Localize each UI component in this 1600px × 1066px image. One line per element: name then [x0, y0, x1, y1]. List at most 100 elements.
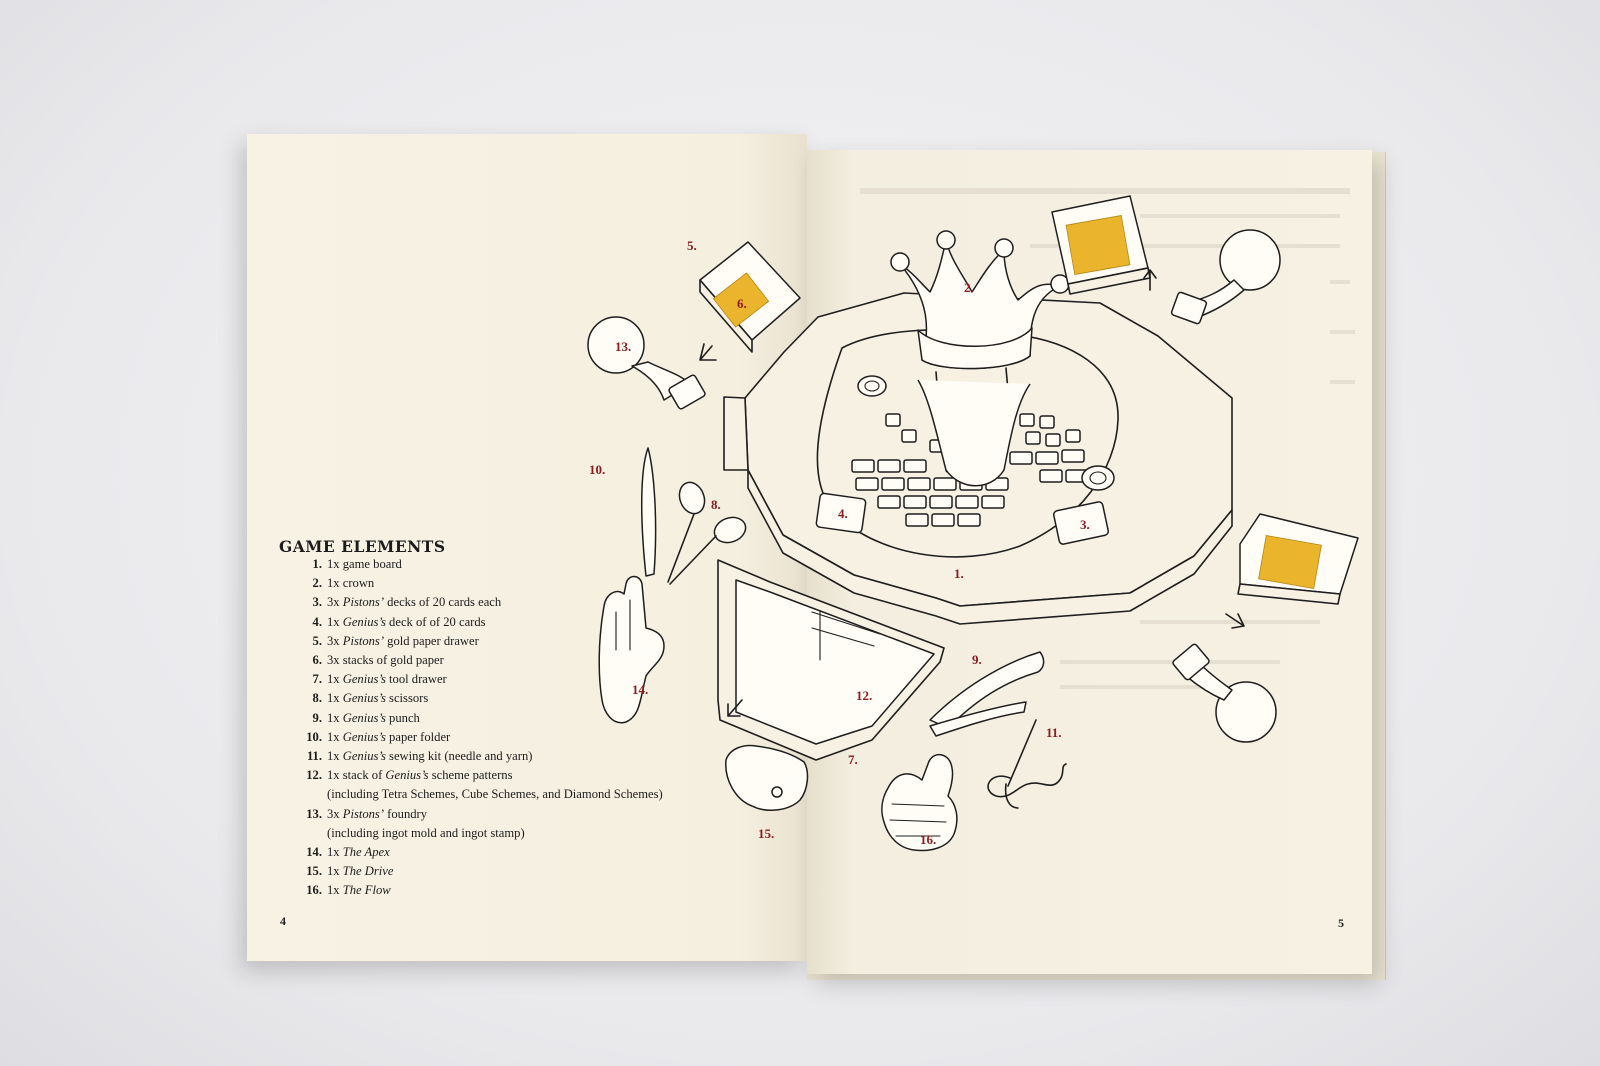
item-text: 3x stacks of gold paper	[327, 653, 444, 667]
page-number-left: 4	[280, 914, 286, 929]
callout-5: 5.	[687, 238, 697, 254]
item-text: 1x	[327, 883, 343, 897]
item-text: Genius’s	[343, 711, 386, 725]
game-element-item: 12. 1x stack of Genius’s scheme patterns	[298, 766, 663, 785]
game-element-item: 9. 1x Genius’s punch	[298, 709, 663, 728]
item-text: paper folder	[386, 730, 450, 744]
item-number: 12.	[298, 766, 322, 785]
callout-14: 14.	[632, 682, 648, 698]
item-text: scheme patterns	[429, 768, 513, 782]
item-number: 8.	[298, 689, 322, 708]
callout-3: 3.	[1080, 517, 1090, 533]
item-text: foundry	[384, 807, 427, 821]
callout-4: 4.	[838, 506, 848, 522]
callout-16: 16.	[920, 832, 936, 848]
game-element-item: 8. 1x Genius’s scissors	[298, 689, 663, 708]
item-text: 1x	[327, 845, 343, 859]
item-text: 3x	[327, 595, 343, 609]
item-number: 2.	[298, 574, 322, 593]
item-number: 3.	[298, 593, 322, 612]
item-text: Genius’s	[343, 691, 386, 705]
callout-13: 13.	[615, 339, 631, 355]
gold-paper-drawer-right	[1238, 514, 1358, 604]
item-text: Pistons’	[343, 634, 384, 648]
game-element-item-continuation: (including ingot mold and ingot stamp)	[298, 824, 663, 843]
item-number: 1.	[298, 555, 322, 574]
item-text: 1x	[327, 672, 343, 686]
item-number: 7.	[298, 670, 322, 689]
callout-7: 7.	[848, 752, 858, 768]
callout-8: 8.	[711, 497, 721, 513]
item-text: 1x	[327, 864, 343, 878]
item-number: 15.	[298, 862, 322, 881]
item-text: deck of of 20 cards	[386, 615, 486, 629]
item-text: Genius’s	[385, 768, 428, 782]
item-text: 1x stack of	[327, 768, 385, 782]
callout-1: 1.	[954, 566, 964, 582]
item-text: The Drive	[343, 864, 394, 878]
game-element-item: 4. 1x Genius’s deck of of 20 cards	[298, 613, 663, 632]
callout-6: 6.	[737, 296, 747, 312]
item-text: Pistons’	[343, 807, 384, 821]
item-text: scissors	[386, 691, 428, 705]
hand-drive-illustration	[726, 746, 808, 811]
item-text: 1x	[327, 615, 343, 629]
item-number: 5.	[298, 632, 322, 651]
gold-paper-drawer-left	[700, 242, 800, 352]
item-number: 13.	[298, 805, 322, 824]
item-number: 10.	[298, 728, 322, 747]
item-text: Genius’s	[343, 615, 386, 629]
item-text: 1x	[327, 711, 343, 725]
item-text: 1x	[327, 691, 343, 705]
game-element-item: 10. 1x Genius’s paper folder	[298, 728, 663, 747]
game-element-item: 3. 3x Pistons’ decks of 20 cards each	[298, 593, 663, 612]
callout-11: 11.	[1046, 725, 1062, 741]
item-text: 3x	[327, 807, 343, 821]
foundry-illustration-left	[588, 317, 706, 410]
game-element-item: 14. 1x The Apex	[298, 843, 663, 862]
game-elements-heading: GAME ELEMENTS	[279, 537, 446, 556]
game-elements-list: 1. 1x game board 2. 1x crown 3. 3x Pistons’ d…	[298, 555, 663, 901]
item-text: tool drawer	[386, 672, 447, 686]
game-element-item: 16. 1x The Flow	[298, 881, 663, 900]
punch-illustration	[930, 652, 1044, 736]
callout-15: 15.	[758, 826, 774, 842]
game-element-item: 11.1x Genius’s sewing kit (needle and ya…	[298, 747, 663, 766]
item-text: sewing kit (needle and yarn)	[386, 749, 533, 763]
item-text: 1x	[327, 730, 343, 744]
item-text: Pistons’	[343, 595, 384, 609]
item-number: 16.	[298, 881, 322, 900]
game-element-item: 13. 3x Pistons’ foundry	[298, 805, 663, 824]
game-element-item: 7. 1x Genius’s tool drawer	[298, 670, 663, 689]
callout-10: 10.	[589, 462, 605, 478]
callout-9: 9.	[972, 652, 982, 668]
item-text: The Flow	[343, 883, 391, 897]
item-text: (including Tetra Schemes, Cube Schemes, …	[327, 787, 663, 801]
item-text: The Apex	[343, 845, 390, 859]
item-number: 9.	[298, 709, 322, 728]
callout-12: 12.	[856, 688, 872, 704]
item-number: 4.	[298, 613, 322, 632]
item-text: (including ingot mold and ingot stamp)	[327, 826, 525, 840]
item-number: 11.	[298, 747, 322, 766]
item-text: Genius’s	[343, 730, 386, 744]
foundry-illustration-bottom	[1172, 643, 1276, 742]
game-element-item: 2. 1x crown	[298, 574, 663, 593]
item-text: 1x crown	[327, 576, 374, 590]
game-element-item-continuation: (including Tetra Schemes, Cube Schemes, …	[298, 785, 663, 804]
item-text: Genius’s	[343, 672, 386, 686]
callout-2: 2.	[964, 280, 974, 296]
game-element-item: 6. 3x stacks of gold paper	[298, 651, 663, 670]
item-text: 1x game board	[327, 557, 402, 571]
game-element-item: 15. 1x The Drive	[298, 862, 663, 881]
item-text: punch	[386, 711, 420, 725]
item-number: 14.	[298, 843, 322, 862]
item-text: Genius’s	[343, 749, 386, 763]
item-text: decks of 20 cards each	[384, 595, 501, 609]
item-number: 6.	[298, 651, 322, 670]
gold-paper-drawer-top	[1052, 196, 1150, 294]
item-text: 3x	[327, 634, 343, 648]
item-text: gold paper drawer	[384, 634, 479, 648]
